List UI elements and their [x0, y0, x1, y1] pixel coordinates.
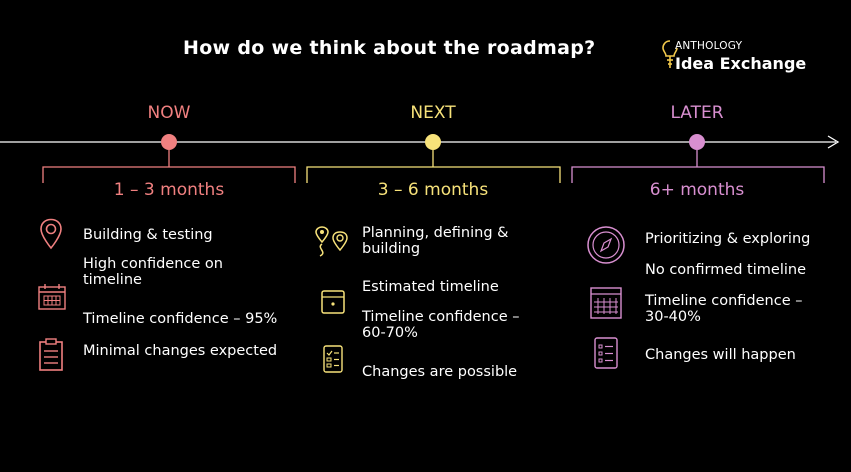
now-item-3: Timeline confidence – 95%: [83, 311, 278, 327]
range-next: 3 – 6 months: [377, 180, 489, 200]
later-item-4: Changes will happen: [645, 347, 796, 363]
now-item-4: Minimal changes expected: [83, 343, 278, 359]
later-item-3: Timeline confidence – 30-40%: [645, 293, 803, 325]
calendar-grid-icon: [590, 287, 622, 319]
timeline-dot-next: [425, 134, 441, 150]
logo-bottom-text: Idea Exchange: [675, 54, 807, 73]
next-item-4: Changes are possible: [362, 364, 518, 380]
map-pin-icon: [40, 218, 62, 250]
timeline: [0, 134, 840, 183]
bracket-later: [571, 166, 825, 183]
page-title: How do we think about the roadmap?: [183, 37, 596, 59]
now-item-1: Building & testing: [83, 227, 213, 243]
checklist-icon: [323, 345, 343, 373]
phase-label-later: LATER: [670, 103, 724, 123]
logo: ANTHOLOGY Idea Exchange: [662, 39, 822, 79]
now-item-2: High confidence on timeline: [83, 256, 223, 288]
logo-top-text: ANTHOLOGY: [675, 40, 743, 52]
compass-icon: [587, 226, 625, 264]
next-item-2: Estimated timeline: [362, 279, 499, 295]
timeline-dot-later: [689, 134, 705, 150]
phase-label-next: NEXT: [410, 103, 456, 123]
range-now: 1 – 3 months: [113, 180, 225, 200]
bracket-now: [42, 166, 296, 183]
next-item-1: Planning, defining & building: [362, 225, 509, 257]
calendar-icon: [321, 290, 345, 314]
bracket-next: [306, 166, 561, 183]
phase-label-now: NOW: [147, 103, 191, 123]
clipboard-checklist-icon: [39, 338, 63, 371]
range-later: 6+ months: [649, 180, 745, 200]
lightbulb-icon: [662, 40, 678, 68]
list-icon: [594, 337, 618, 369]
later-item-1: Prioritizing & exploring: [645, 231, 811, 247]
calendar-icon: [38, 284, 66, 310]
timeline-arrowhead: [827, 135, 840, 149]
route-pins-icon: [315, 226, 348, 257]
next-item-3: Timeline confidence – 60-70%: [362, 309, 520, 341]
later-item-2: No confirmed timeline: [645, 262, 806, 278]
timeline-dot-now: [161, 134, 177, 150]
